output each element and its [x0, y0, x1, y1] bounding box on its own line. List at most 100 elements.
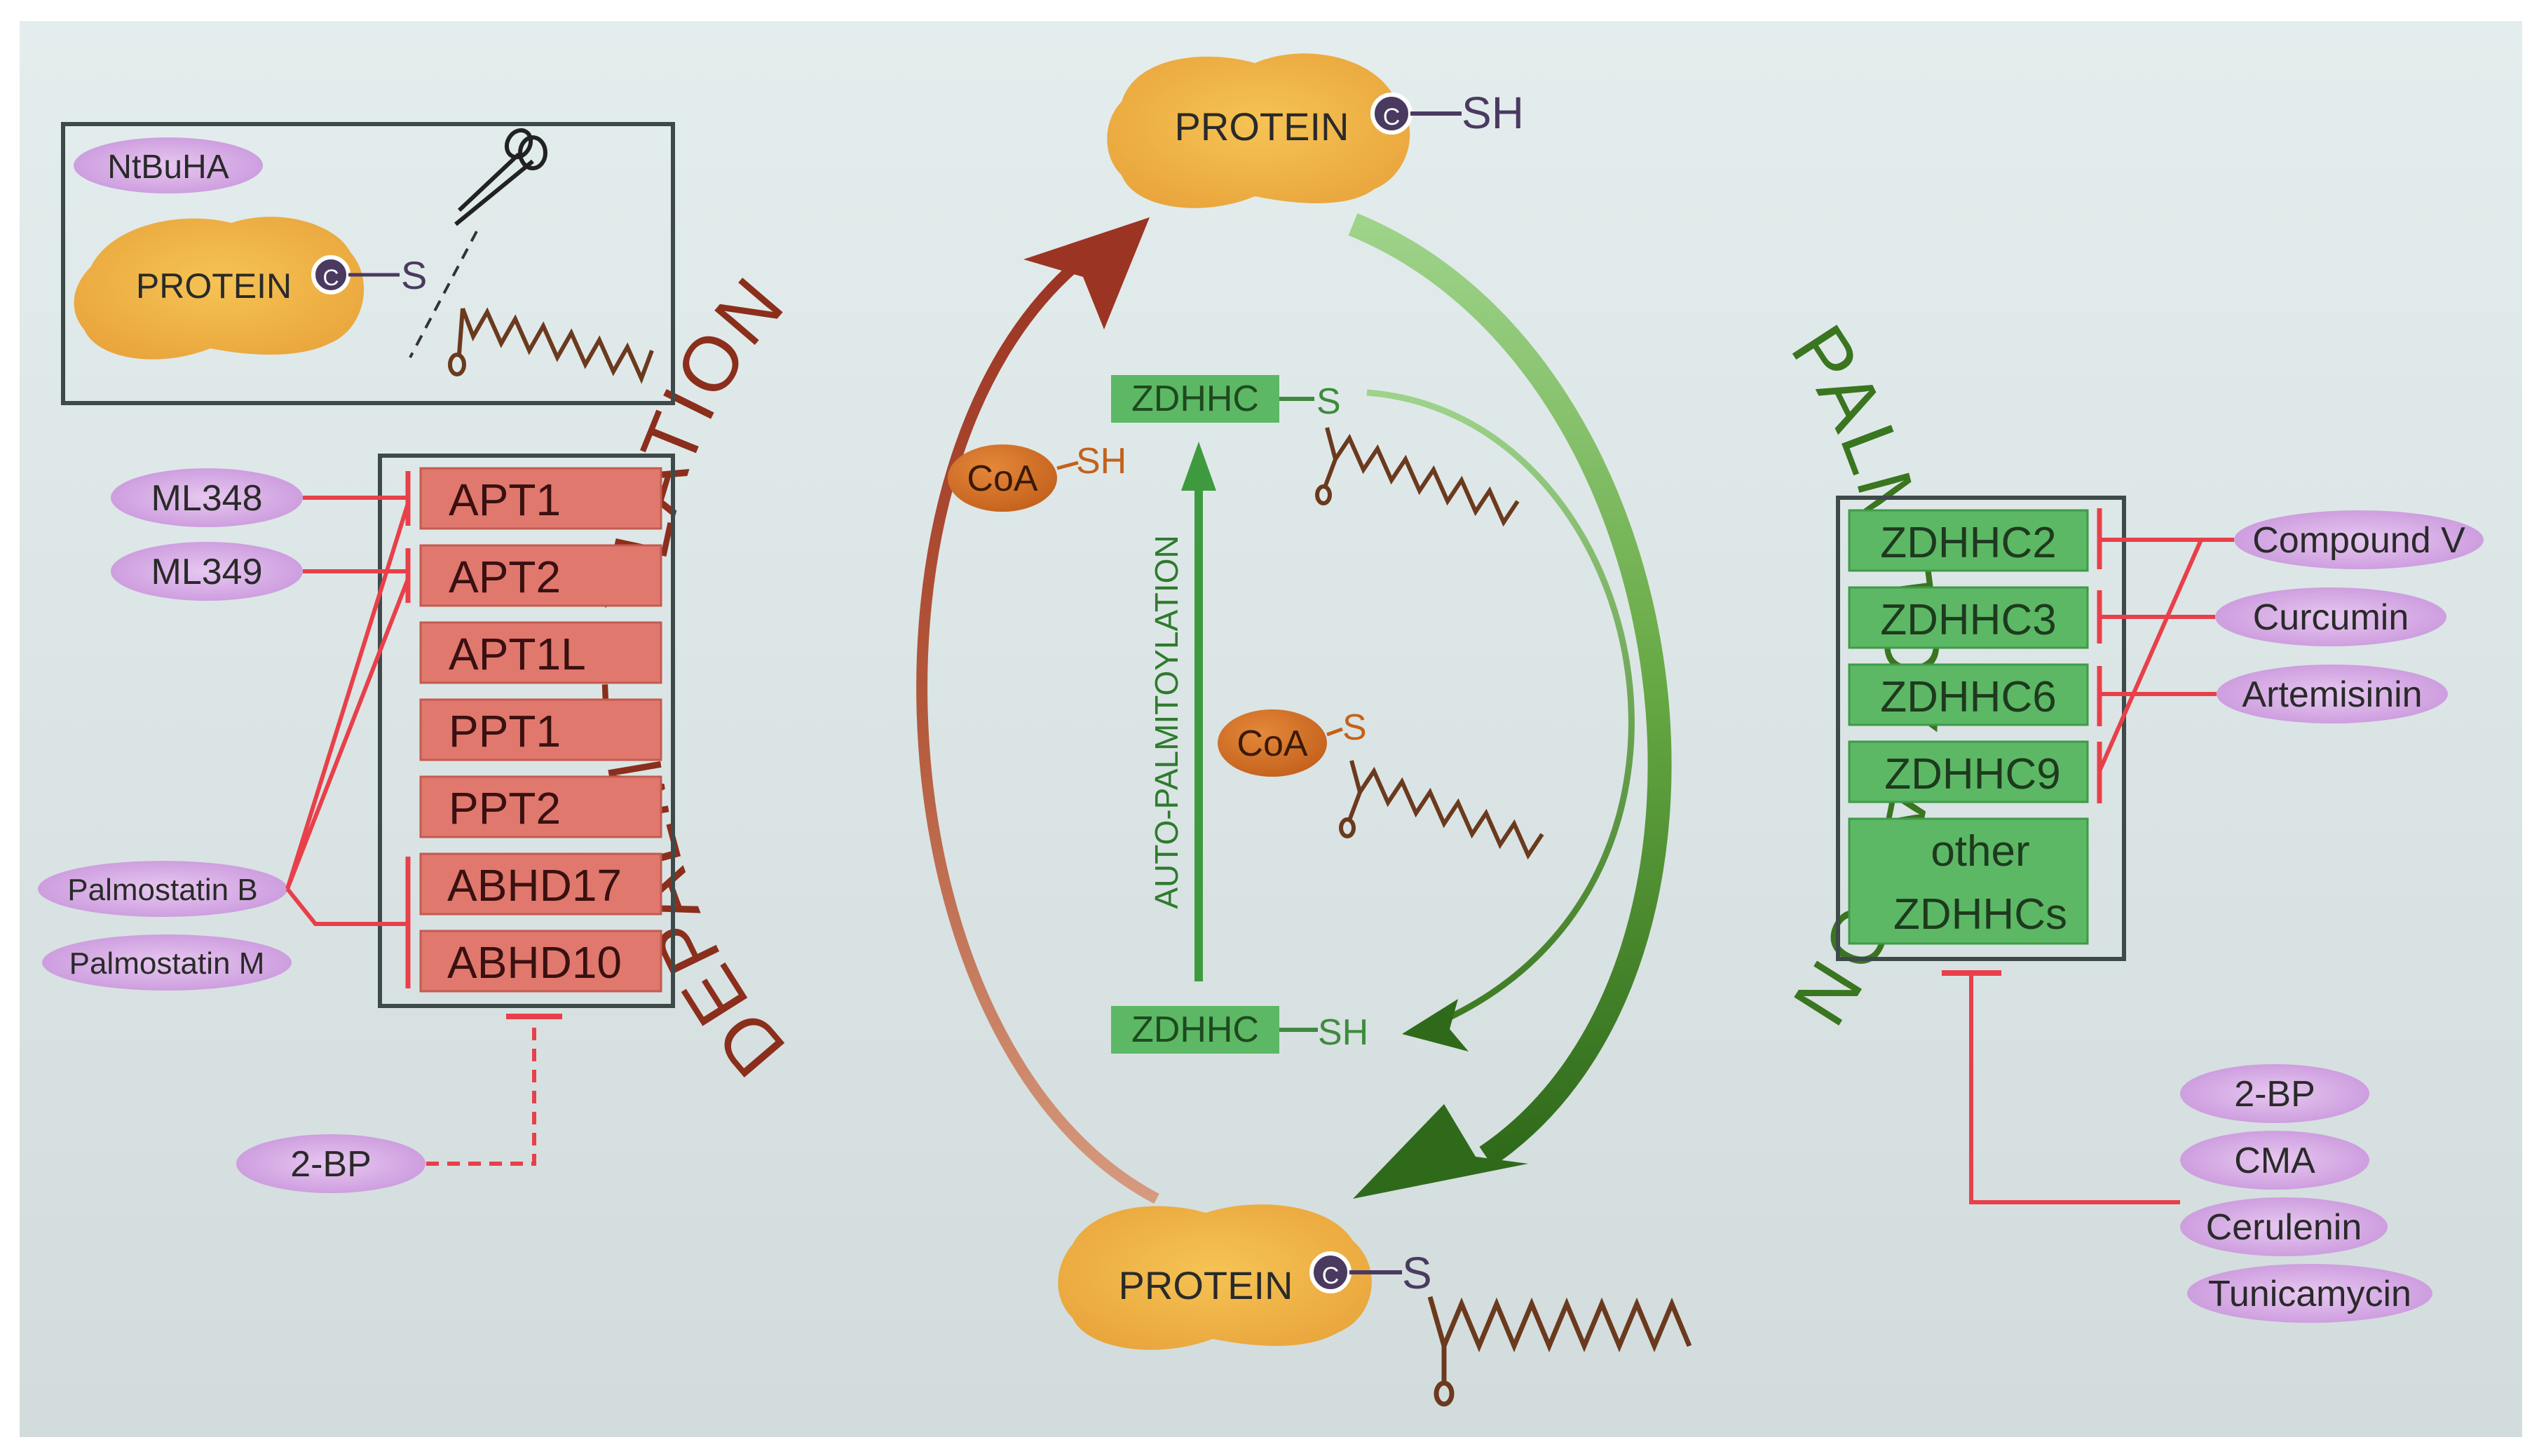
inner-palmitoylation-arrow: [1366, 389, 1635, 1052]
enzyme-ppt2-label: PPT2: [449, 783, 561, 834]
protein-ntbuha-blob: [74, 217, 365, 360]
inhibitor-palmostatin-b-label: Palmostatin B: [67, 873, 257, 907]
inhibitor-cerulenin-label: Cerulenin: [2206, 1207, 2362, 1248]
zdhhc-panel-frame: [1836, 496, 2126, 961]
thiol-top-label: SH: [1462, 88, 1524, 138]
inhibitor-2bp-right: 2-BP: [2180, 1064, 2369, 1123]
coa-sh: CoA SH: [948, 441, 1126, 512]
enzyme-zdhhc6: ZDHHC6: [1848, 663, 2089, 726]
enzyme-ppt1-label: PPT1: [449, 706, 561, 756]
ntbuha-panel: NtBuHA PROTEIN C S: [61, 122, 675, 405]
enzyme-abhd10: ABHD10: [419, 930, 662, 993]
inhibitor-curcumin: Curcumin: [2215, 587, 2446, 646]
inhibitor-artemisinin: Artemisinin: [2217, 665, 2448, 723]
inhibitor-2bp-right-label: 2-BP: [2234, 1074, 2315, 1115]
inhibitor-2bp-left-label: 2-BP: [290, 1144, 372, 1185]
ntbuha-pill: [74, 137, 263, 193]
palmitate-chain-free: [448, 307, 654, 384]
palmitate-chain-zdhhc: [1315, 427, 1520, 527]
coa-s-circle: [1218, 709, 1327, 777]
protein-bottom-blob: [1058, 1204, 1372, 1350]
inhibitor-curcumin-label: Curcumin: [2253, 597, 2409, 638]
inhibitor-2bp-left: 2-BP: [236, 1134, 426, 1193]
protein-top: PROTEIN C SH: [1107, 53, 1524, 208]
protein-bottom-label: PROTEIN: [1119, 1263, 1293, 1307]
zdhhc-bottom-label: ZDHHC: [1131, 1009, 1259, 1050]
zdhhc-top-box: [1111, 375, 1279, 423]
zdhhc-specific-inhibitor-lines: [2097, 538, 2234, 773]
enzyme-zdhhc9: ZDHHC9: [1848, 740, 2089, 803]
coa-sh-circle: [948, 444, 1057, 512]
zdhhc-top-sulfur: S: [1316, 381, 1341, 422]
coa-sh-label: CoA: [967, 458, 1037, 499]
enzyme-ppt2: PPT2: [419, 775, 662, 838]
depalm-inhibitor-lines: [285, 496, 562, 1166]
enzyme-apt2-label: APT2: [449, 552, 561, 602]
zdhhc-top: ZDHHC S: [1111, 375, 1520, 527]
sulfur-ntbuha-label: S: [401, 253, 427, 297]
ntbuha-panel-frame: [61, 122, 675, 405]
enzyme-apt1: APT1: [419, 467, 662, 530]
enzyme-other-zdhhcs: other ZDHHCs: [1848, 817, 2089, 945]
depalm-inhibitors: ML348 ML349 Palmostatin B Palmostatin M …: [38, 468, 562, 1193]
zdhhc-general-inhibitor-lines: [1942, 970, 2180, 1204]
depalmitoylase-panel-frame: [378, 454, 675, 1008]
enzyme-other-label: other: [1931, 827, 2029, 876]
enzyme-ppt1: PPT1: [419, 698, 662, 761]
zdhhc-top-label: ZDHHC: [1131, 379, 1259, 419]
protein-bottom: PROTEIN C S: [1058, 1204, 1692, 1407]
inhibitor-tunicamycin: Tunicamycin: [2187, 1264, 2432, 1323]
enzyme-apt1l: APT1L: [419, 621, 662, 684]
zdhhc-bottom-thiol: SH: [1318, 1012, 1368, 1053]
enzyme-zdhhc3: ZDHHC3: [1848, 586, 2089, 649]
cysteine-top-label: C: [1383, 104, 1401, 130]
cysteine-ntbuha-label: C: [322, 265, 339, 290]
enzyme-apt1l-label: APT1L: [449, 629, 586, 679]
inhibitor-palmostatin-m: Palmostatin M: [42, 934, 292, 991]
enzyme-zdhhc9-label: ZDHHC9: [1884, 750, 2060, 798]
inhibitor-cma: CMA: [2180, 1131, 2369, 1190]
inhibitor-ml349: ML349: [111, 542, 303, 601]
inhibitor-ml348: ML348: [111, 468, 303, 527]
depalmitoylase-panel: APT1 APT2 APT1L PPT1 PPT2 ABHD17: [378, 454, 675, 1008]
palmitoylation-arrow: [1348, 213, 1672, 1199]
depalmitoylation-arrow: [916, 217, 1159, 1204]
depalmitoylation-arrowhead: [1023, 217, 1150, 329]
sulfur-bottom-label: S: [1402, 1248, 1432, 1298]
palmitoylation-arrowhead: [1353, 1104, 1528, 1199]
inhibitor-palmostatin-m-label: Palmostatin M: [69, 946, 265, 981]
zdhhc-panel: ZDHHC2 ZDHHC3 ZDHHC6 ZDHHC9 other ZDHHCs: [1836, 496, 2126, 961]
coa-s-sulfur: S: [1342, 707, 1367, 748]
depalm-enzyme-list: APT1 APT2 APT1L PPT1 PPT2 ABHD17: [419, 467, 662, 993]
inhibitor-cma-label: CMA: [2234, 1141, 2315, 1181]
palmitate-chain-coa: [1339, 760, 1544, 860]
cleavage-line: [409, 231, 478, 358]
zdhhc-bottom-box: [1111, 1006, 1279, 1054]
inhibitor-ml349-label: ML349: [151, 552, 263, 592]
enzyme-zdhhcs-label: ZDHHCs: [1893, 890, 2067, 939]
auto-palmitoylation-label: AUTO-PALMITOYLATION: [1148, 535, 1185, 909]
zdhhc-enzyme-list: ZDHHC2 ZDHHC3 ZDHHC6 ZDHHC9 other ZDHHCs: [1848, 509, 2089, 945]
scissors-icon: [454, 128, 547, 226]
enzyme-zdhhc2: ZDHHC2: [1848, 509, 2089, 572]
protein-ntbuha-label: PROTEIN: [136, 266, 292, 306]
coa-sh-thiol: SH: [1076, 441, 1126, 482]
coa-s-label: CoA: [1237, 723, 1307, 764]
ntbuha-label: NtBuHA: [107, 149, 229, 186]
palmitate-chain-bottom: [1427, 1296, 1692, 1407]
protein-top-label: PROTEIN: [1175, 104, 1349, 149]
protein-top-blob: [1107, 53, 1410, 208]
enzyme-abhd10-label: ABHD10: [447, 937, 622, 988]
enzyme-zdhhc2-label: ZDHHC2: [1880, 519, 2056, 567]
auto-palmitoylation-arrow: [1181, 442, 1216, 981]
inhibitor-artemisinin-label: Artemisinin: [2242, 674, 2422, 715]
zdhhc-specific-inhibitors: Compound V Curcumin Artemisinin: [2097, 510, 2484, 773]
enzyme-zdhhc6-label: ZDHHC6: [1880, 673, 2056, 721]
inhibitor-ml348-label: ML348: [151, 478, 263, 519]
enzyme-apt1-label: APT1: [449, 475, 561, 525]
coa-s-palmitate: CoA S: [1218, 707, 1544, 860]
zdhhc-bottom: ZDHHC SH: [1111, 1006, 1368, 1054]
inhibitor-tunicamycin-label: Tunicamycin: [2208, 1274, 2411, 1314]
enzyme-abhd17-label: ABHD17: [447, 860, 622, 911]
cysteine-bottom-label: C: [1322, 1263, 1340, 1289]
